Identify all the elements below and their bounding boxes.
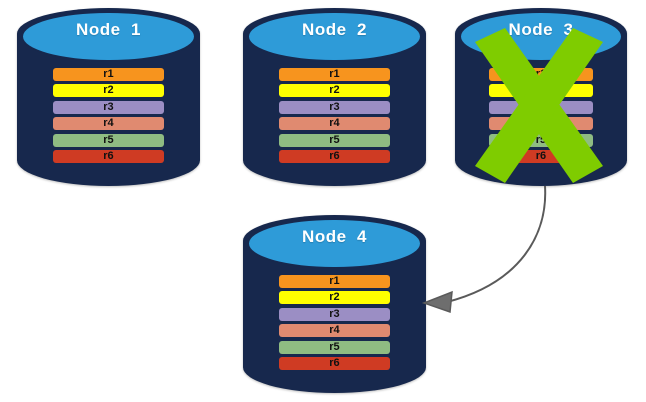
- node-2-cylinder-top: [247, 10, 422, 63]
- node-4-rows: r1 r2 r3 r4 r5 r6: [278, 274, 391, 371]
- row-r3[interactable]: r3: [278, 307, 391, 321]
- row-r3[interactable]: r3: [488, 100, 594, 114]
- node-3[interactable]: Node 3 r1 r2 r3 r4 r5 r6: [455, 8, 627, 186]
- node-3-label: Node 3: [508, 19, 574, 39]
- row-r4[interactable]: r4: [278, 117, 391, 131]
- node-4-label: Node 4: [302, 226, 367, 246]
- row-r4[interactable]: r4: [488, 117, 594, 131]
- row-r3[interactable]: r3: [52, 100, 165, 114]
- row-r2[interactable]: r2: [488, 84, 594, 98]
- node-1[interactable]: Node 1 r1 r2 r3 r4 r5 r6: [17, 8, 200, 186]
- arrowhead-icon: [421, 290, 453, 314]
- row-r1[interactable]: r1: [52, 67, 165, 81]
- node-3-rows: r1 r2 r3 r4 r5 r6: [488, 67, 594, 164]
- row-r6[interactable]: r6: [488, 150, 594, 164]
- node-4-cylinder-top: [247, 217, 422, 270]
- node-4[interactable]: Node 4 r1 r2 r3 r4 r5 r6: [243, 215, 426, 393]
- row-r6[interactable]: r6: [52, 150, 165, 164]
- row-r2[interactable]: r2: [278, 291, 391, 305]
- row-r2[interactable]: r2: [278, 84, 391, 98]
- row-r5[interactable]: r5: [52, 133, 165, 147]
- row-r5[interactable]: r5: [488, 133, 594, 147]
- node-2[interactable]: Node 2 r1 r2 r3 r4 r5 r6: [243, 8, 426, 186]
- node-1-rows: r1 r2 r3 r4 r5 r6: [52, 67, 165, 164]
- row-r4[interactable]: r4: [52, 117, 165, 131]
- node-1-cylinder-top: [21, 10, 196, 63]
- node-2-label: Node 2: [302, 19, 367, 39]
- row-r4[interactable]: r4: [278, 324, 391, 338]
- row-r6[interactable]: r6: [278, 150, 391, 164]
- row-r1[interactable]: r1: [278, 67, 391, 81]
- row-r5[interactable]: r5: [278, 340, 391, 354]
- node-2-rows: r1 r2 r3 r4 r5 r6: [278, 67, 391, 164]
- row-r2[interactable]: r2: [52, 84, 165, 98]
- row-r1[interactable]: r1: [278, 274, 391, 288]
- row-r1[interactable]: r1: [488, 67, 594, 81]
- node-1-label: Node 1: [76, 19, 141, 39]
- row-r6[interactable]: r6: [278, 357, 391, 371]
- row-r5[interactable]: r5: [278, 133, 391, 147]
- row-r3[interactable]: r3: [278, 100, 391, 114]
